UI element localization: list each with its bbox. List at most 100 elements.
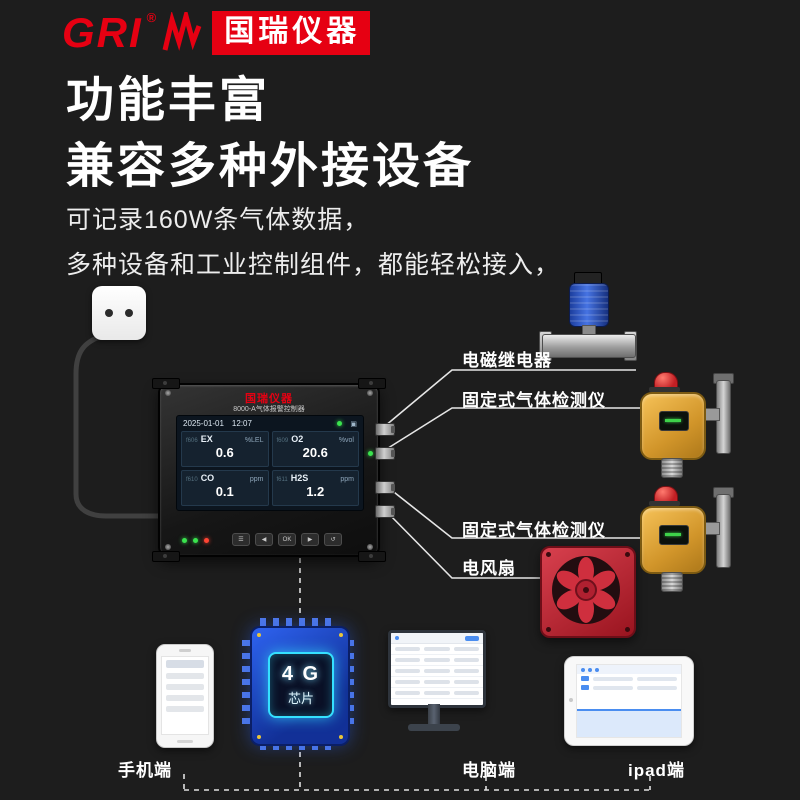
gas-detector-icon (634, 486, 738, 598)
chip-body: 4 G 芯片 (250, 626, 350, 746)
tablet-ui-row (577, 674, 681, 683)
gas-reading-cell: f611 H2S ppm 1.2 (271, 470, 359, 506)
cable-connector-icon (375, 481, 395, 494)
wall-socket-icon (92, 286, 146, 340)
channel-tag: f611 (276, 477, 288, 483)
screw-icon (546, 627, 551, 632)
phone-ui-bar (166, 684, 204, 690)
label-fan: 电风扇 (462, 559, 516, 578)
gas-unit: ppm (249, 476, 264, 483)
monitor-base (408, 724, 460, 731)
chip-pad (339, 735, 343, 739)
line-detector-1 (384, 407, 650, 451)
gas-reading-cell: f606 EX %LEL 0.6 (181, 431, 269, 467)
gas-unit: %vol (338, 437, 354, 444)
chip-label-4g: 4 G (281, 663, 321, 685)
label-pc: 电脑端 (462, 761, 516, 780)
mount-tab (152, 551, 180, 562)
menu-button: ☰ (232, 533, 250, 546)
gas-reading-cell: f609 O2 %vol 20.6 (271, 431, 359, 467)
cable-connector-icon (375, 505, 395, 518)
body-text-1: 可记录160W条气体数据， (66, 206, 370, 234)
detector-screen (659, 411, 689, 431)
device-button-row: ☰ ◀ OK ▶ ↺ (232, 533, 342, 546)
label-relay: 电磁继电器 (462, 351, 552, 370)
left-button: ◀ (255, 533, 273, 546)
run-led-icon (193, 538, 198, 543)
monitor-ui-row (391, 677, 483, 688)
screen-date: 2025-01-01 (183, 419, 224, 428)
controller-model: 8000-A气体报警控制器 (233, 406, 305, 413)
valve-body (542, 334, 636, 358)
detector-body (640, 392, 706, 460)
gas-reading-cell: f610 CO ppm 0.1 (181, 470, 269, 506)
screw-icon (165, 390, 171, 396)
gas-name: H2S (290, 473, 309, 483)
tablet-ui-header (577, 665, 681, 674)
controller-screen: 2025-01-01 12:07 ▣ f606 EX %LEL 0.6 (176, 415, 364, 511)
cell-header: f606 EX %LEL (182, 432, 268, 444)
screw-icon (625, 627, 630, 632)
tablet-ui-row (577, 683, 681, 692)
phone-ui-bar (166, 673, 204, 679)
phone-speaker (179, 649, 191, 652)
cable-connector-icon (375, 447, 395, 460)
registered-mark-icon: ® (146, 10, 157, 25)
mount-tab (358, 378, 386, 389)
socket-hole-icon (125, 309, 133, 317)
gas-value: 1.2 (306, 484, 325, 499)
phone-ui-bar (166, 660, 204, 668)
beacon-base (649, 501, 680, 506)
channel-tag: f606 (186, 438, 198, 444)
status-led-row (182, 538, 209, 543)
monitor-mockup (388, 630, 486, 738)
screw-icon (367, 544, 373, 550)
gas-name: EX (200, 434, 213, 444)
monitor-ui-row (391, 688, 483, 699)
label-detector-2: 固定式气体检测仪 (462, 521, 606, 540)
chip-pins (260, 618, 336, 627)
detector-screen (659, 525, 689, 545)
alarm-led-icon (204, 538, 209, 543)
cell-header: f610 CO ppm (182, 471, 268, 483)
gas-value: 0.6 (215, 445, 234, 460)
dot-icon (395, 636, 399, 640)
monitor-stand (428, 704, 440, 724)
phone-ui-bar (166, 695, 204, 701)
screw-icon (546, 552, 551, 557)
cable-connector-icon (375, 423, 395, 436)
back-button: ↺ (324, 533, 342, 546)
solenoid-valve-icon (539, 272, 637, 376)
headline-2: 兼容多种外接设备 (66, 140, 475, 193)
gas-reading-grid: f606 EX %LEL 0.6 f609 O2 %vol 20.6 (181, 431, 359, 506)
ok-button: OK (278, 533, 296, 546)
phone-screen (161, 656, 209, 735)
body-text-2: 多种设备和工业控制组件，都能轻松接入， (66, 251, 561, 279)
screw-icon (625, 552, 630, 557)
fan-blades-icon (552, 556, 620, 624)
brand-cn-badge: 国瑞仪器 (212, 11, 371, 55)
mount-tab (358, 551, 386, 562)
gas-value: 0.1 (215, 484, 234, 499)
chip-core: 4 G 芯片 (268, 652, 334, 718)
headline-1: 功能丰富 (66, 74, 271, 127)
power-led-icon (182, 538, 187, 543)
phone-ui-bar (166, 706, 204, 712)
phone-mockup (156, 644, 214, 748)
mount-tab (152, 378, 180, 389)
cell-header: f609 O2 %vol (273, 432, 359, 444)
beacon-base (649, 387, 680, 392)
valve-coil (569, 283, 609, 327)
screw-icon (165, 544, 171, 550)
exhaust-fan-icon (540, 546, 636, 638)
controller-panel: 国瑞仪器 8000-A气体报警控制器 2025-01-01 12:07 ▣ f6… (152, 378, 395, 562)
tablet-ui-chart (577, 709, 681, 737)
label-phone: 手机端 (118, 761, 172, 780)
socket-hole-icon (105, 309, 113, 317)
gas-name: CO (200, 473, 215, 483)
monitor-ui-header (391, 633, 483, 644)
monitor-ui-row (391, 666, 483, 677)
gas-unit: %LEL (244, 437, 264, 444)
chip-4g: 4 G 芯片 (242, 618, 354, 750)
